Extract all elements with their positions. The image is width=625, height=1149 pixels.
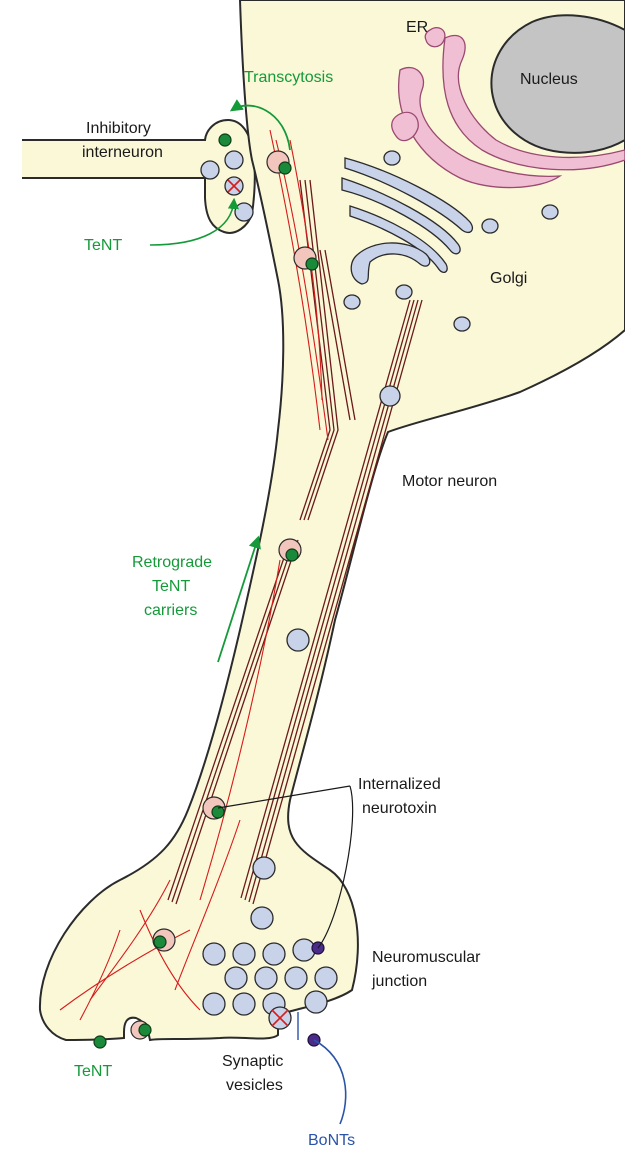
label-nmj-1: Neuromuscular (372, 949, 481, 966)
label-retrograde-3: carriers (144, 602, 197, 619)
blocked-vesicle-terminal (269, 1007, 291, 1029)
label-inhibitory-2: interneuron (82, 144, 163, 161)
label-retrograde-1: Retrograde (132, 554, 212, 571)
tent-toxin-extracellular (94, 1036, 106, 1048)
label-motor-neuron: Motor neuron (402, 473, 497, 490)
label-golgi: Golgi (490, 270, 527, 287)
label-bonts: BoNTs (308, 1132, 355, 1149)
label-tent-top: TeNT (84, 237, 122, 254)
label-inhibitory-1: Inhibitory (86, 120, 151, 137)
label-internalized-1: Internalized (358, 776, 441, 793)
bont-pointer (314, 1040, 346, 1124)
label-synaptic-2: vesicles (226, 1077, 283, 1094)
label-nucleus: Nucleus (520, 71, 578, 88)
label-transcytosis: Transcytosis (244, 69, 333, 86)
label-er: ER (406, 19, 428, 36)
label-nmj-2: junction (371, 973, 427, 990)
label-internalized-2: neurotoxin (362, 800, 437, 817)
label-retrograde-2: TeNT (152, 578, 190, 595)
blocked-vesicle-interneuron (225, 177, 243, 195)
tent-toxin-interneuron (219, 134, 231, 146)
label-tent-bottom: TeNT (74, 1063, 112, 1080)
label-synaptic-1: Synaptic (222, 1053, 283, 1070)
